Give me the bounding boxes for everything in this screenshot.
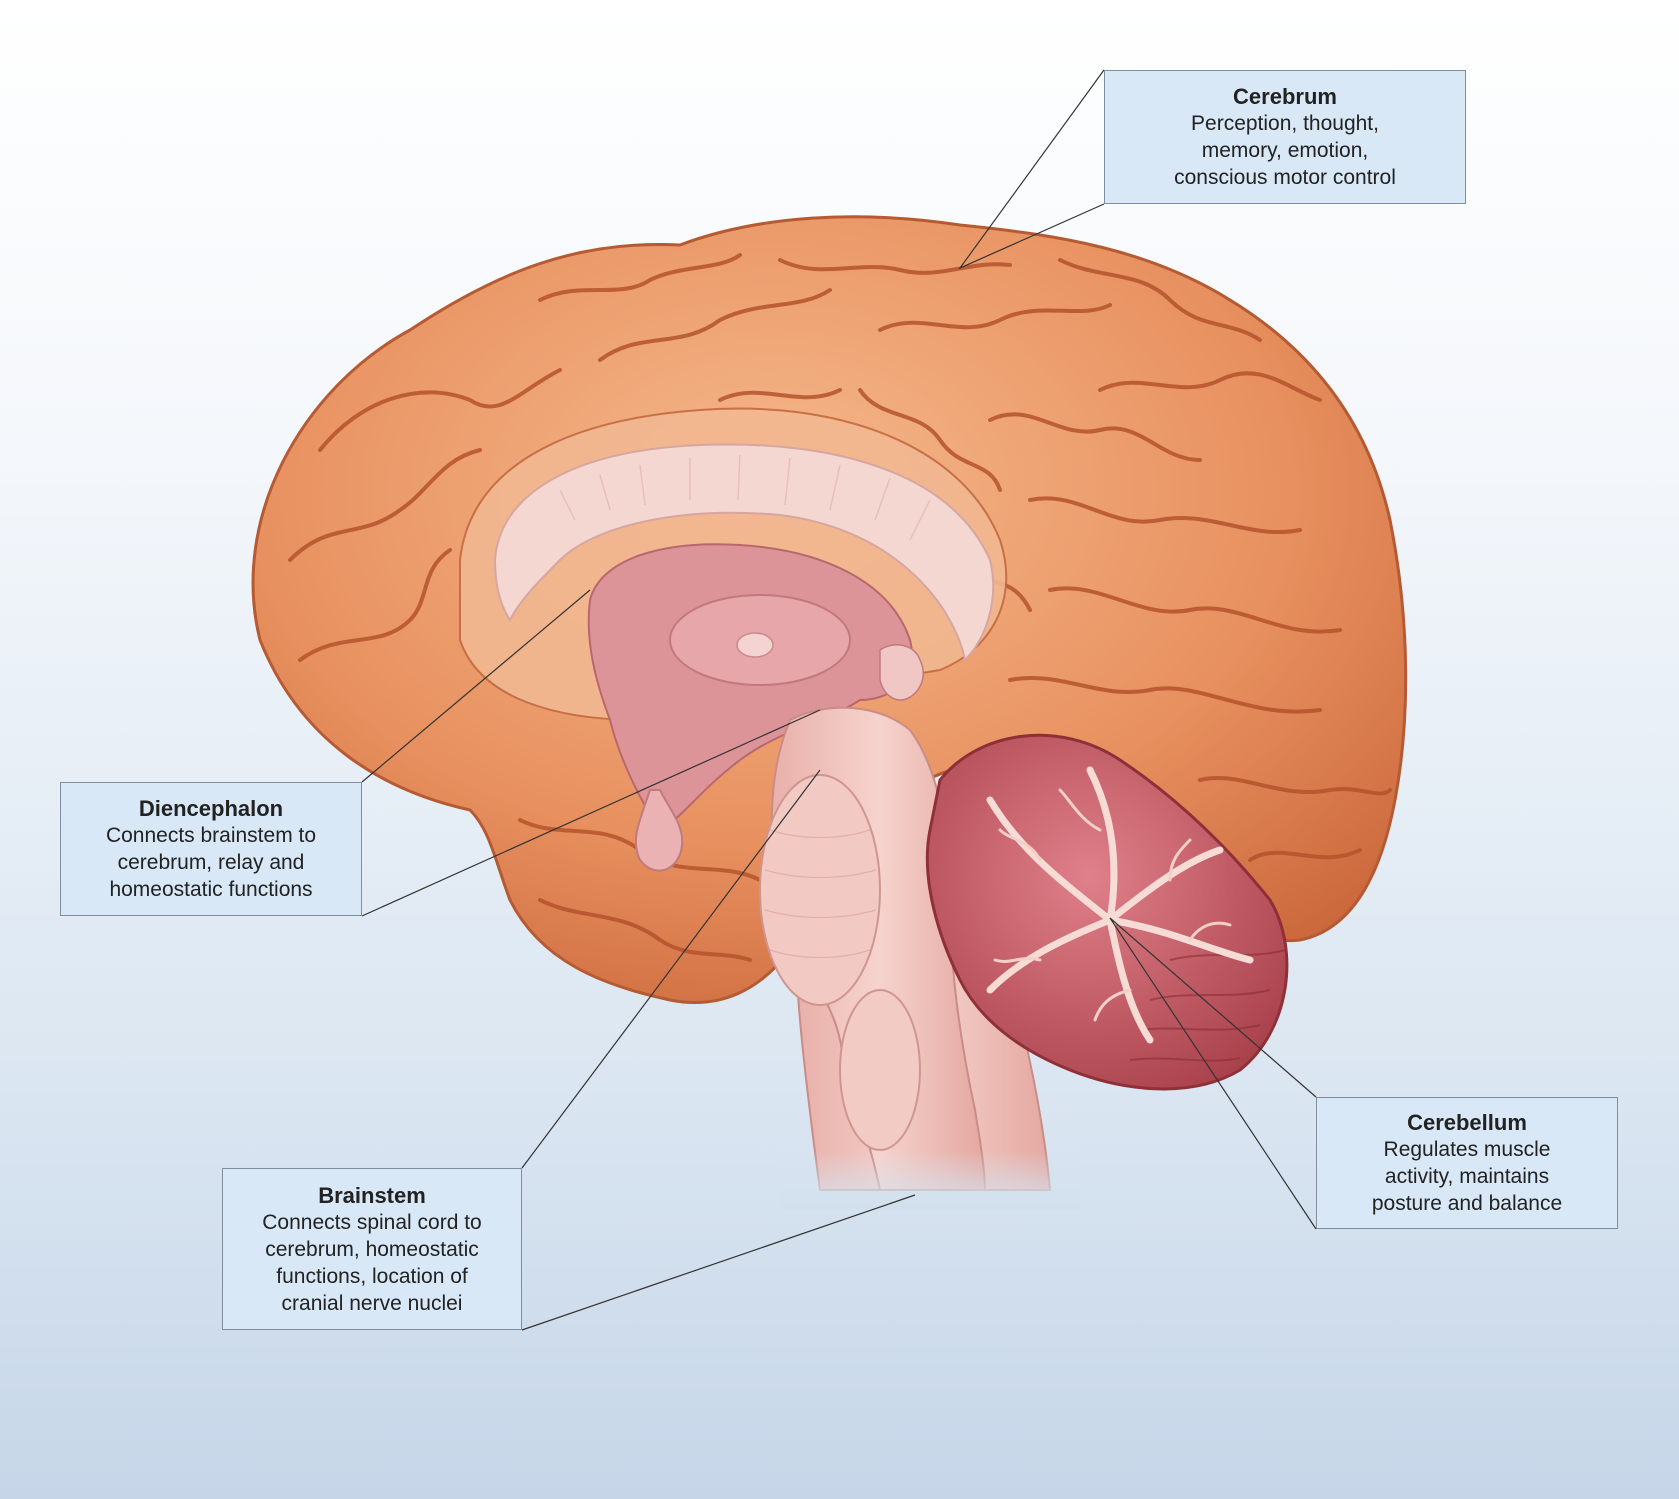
callout-title: Diencephalon <box>138 796 284 821</box>
callout-title: Brainstem <box>318 1182 426 1208</box>
medulla <box>839 989 921 1151</box>
pituitary <box>634 789 684 872</box>
callout-cerebrum: Cerebrum Perception, thought, memory, em… <box>1104 70 1466 204</box>
arbor-vitae-branches <box>993 788 1232 1022</box>
interthalamic-adhesion <box>736 632 774 658</box>
callout-description: Regulates muscle activity, maintains pos… <box>1371 1138 1563 1215</box>
leader-lines <box>361 69 1317 1331</box>
diencephalon-leader <box>361 589 821 917</box>
cerebrum-leader <box>958 69 1105 270</box>
arbor-vitae <box>986 766 1254 1044</box>
pineal-region <box>879 644 924 701</box>
pons-fibers <box>764 829 877 959</box>
callosal-fibers <box>559 454 931 541</box>
callout-diencephalon: Diencephalon Connects brainstem to cereb… <box>60 782 362 916</box>
callout-cerebellum: Cerebellum Regulates muscle activity, ma… <box>1316 1097 1618 1229</box>
cerebellar-folia <box>1129 949 1286 1062</box>
callout-brainstem: Brainstem Connects spinal cord to cerebr… <box>222 1168 522 1330</box>
callout-description: Connects brainstem to cerebrum, relay an… <box>105 824 317 901</box>
pons <box>759 774 881 1006</box>
corpus-callosum <box>493 443 995 663</box>
cerebellum-leader <box>1109 917 1317 1230</box>
callout-description: Connects spinal cord to cerebrum, homeos… <box>262 1210 482 1315</box>
cerebral-gyri <box>288 253 1392 962</box>
brainstem-leader <box>521 769 916 1331</box>
callout-title: Cerebellum <box>1407 1110 1527 1135</box>
callout-description: Perception, thought, memory, emotion, co… <box>1174 112 1396 189</box>
cerebellum <box>925 733 1289 1091</box>
callout-title: Cerebrum <box>1233 84 1337 109</box>
